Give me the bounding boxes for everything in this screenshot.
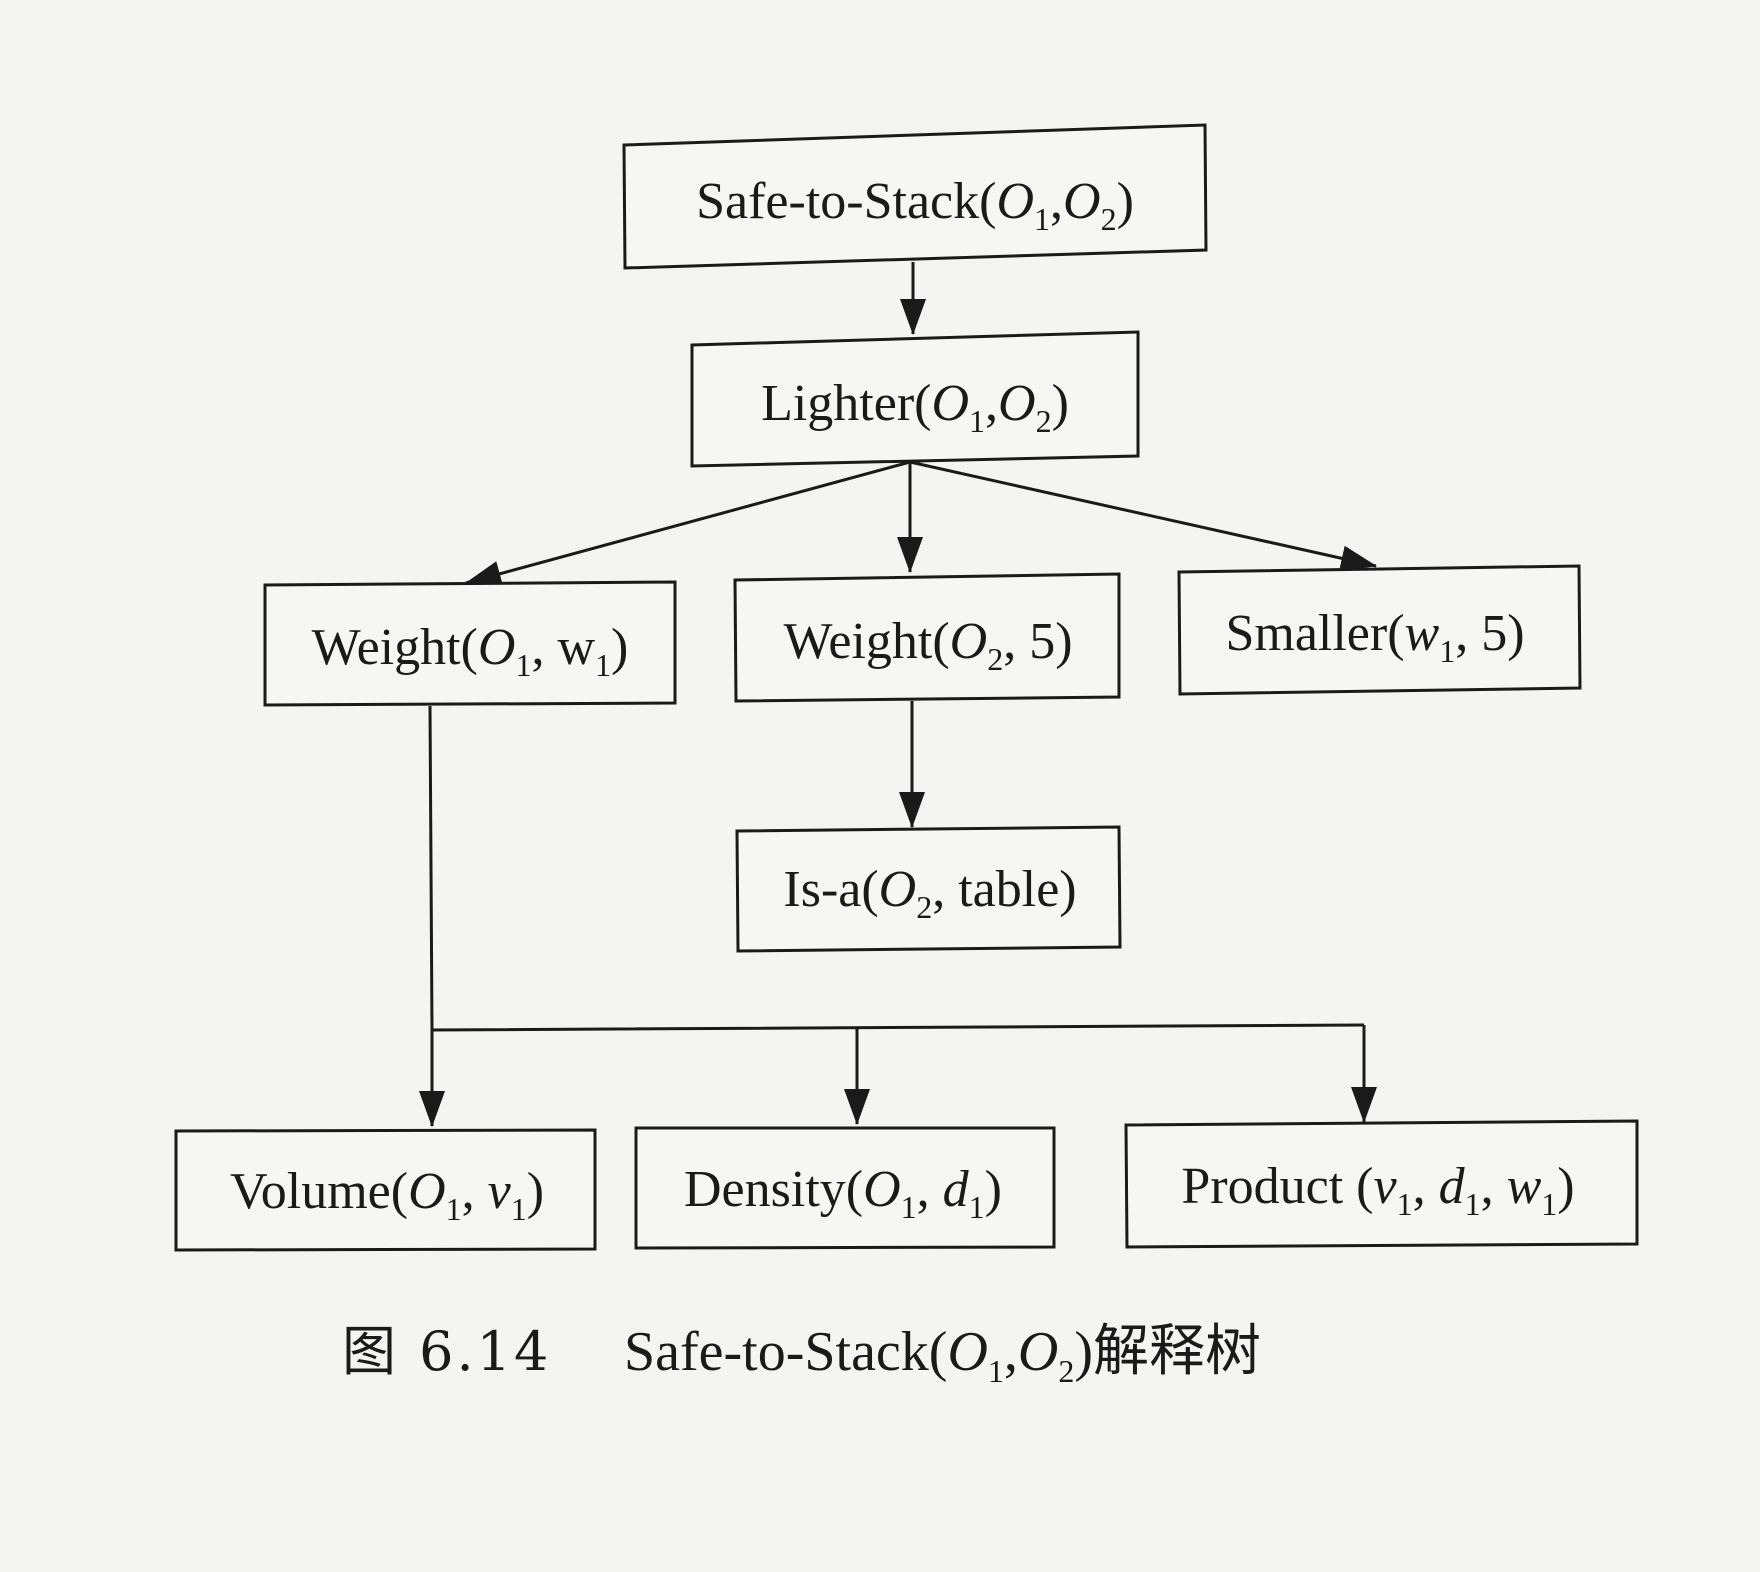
edge-lighter-to-weight-o1 <box>465 460 911 587</box>
node-label: Safe-to-Stack(O1​,O2​) <box>696 173 1134 237</box>
caption-arg1: O <box>947 1321 987 1383</box>
node-weight-o2: Weight(O2​, 5) <box>733 572 1121 703</box>
node-box <box>733 572 1121 703</box>
node-safe-to-stack: Safe-to-Stack(O1​,O2​) <box>622 123 1208 270</box>
node-weight-o1: Weight(O1​, w1​) <box>263 580 677 707</box>
node-product: Product (v1​, d1​, w1​) <box>1124 1119 1639 1249</box>
edge-lighter-to-smaller <box>909 460 1377 572</box>
caption-formula: Safe-to-Stack(O1,O2)解释树 <box>624 1319 1261 1389</box>
node-label: Lighter(O1​,O2​) <box>761 375 1069 439</box>
node-label: Is-a(O2​, table) <box>783 861 1076 925</box>
node-box <box>634 1126 1056 1250</box>
node-label: Volume(O1​, v1​) <box>230 1163 544 1227</box>
caption-suffix: 解释树 <box>1093 1319 1261 1384</box>
caption-label: 图 6.14 <box>342 1320 551 1383</box>
node-label: Weight(O2​, 5) <box>783 613 1072 677</box>
node-volume: Volume(O1​, v1​) <box>174 1128 597 1252</box>
node-is-a: Is-a(O2​, table) <box>735 825 1122 953</box>
node-box <box>1124 1119 1639 1249</box>
node-label: Weight(O1​, w1​) <box>312 619 629 683</box>
node-label: Smaller(w1​, 5) <box>1225 605 1524 669</box>
figure-caption: 图 6.14 Safe-to-Stack(O1,O2)解释树 <box>342 1319 1261 1389</box>
node-box <box>735 825 1122 953</box>
node-label: Product (v1​, d1​, w1​) <box>1181 1158 1574 1222</box>
node-label: Density(O1​, d1​) <box>684 1161 1002 1225</box>
node-box <box>1177 564 1582 696</box>
node-box <box>690 330 1140 468</box>
connectors <box>419 262 1377 1127</box>
node-box <box>174 1128 597 1252</box>
node-box <box>263 580 677 707</box>
caption-arg2: O <box>1018 1321 1058 1383</box>
node-smaller: Smaller(w1​, 5) <box>1177 564 1582 696</box>
caption-sub1: 1 <box>988 1353 1004 1389</box>
caption-formula-name: Safe-to-Stack <box>624 1321 929 1383</box>
node-box <box>622 123 1208 270</box>
node-lighter: Lighter(O1​,O2​) <box>690 330 1140 468</box>
caption-sub2: 2 <box>1058 1353 1074 1389</box>
node-density: Density(O1​, d1​) <box>634 1126 1056 1250</box>
